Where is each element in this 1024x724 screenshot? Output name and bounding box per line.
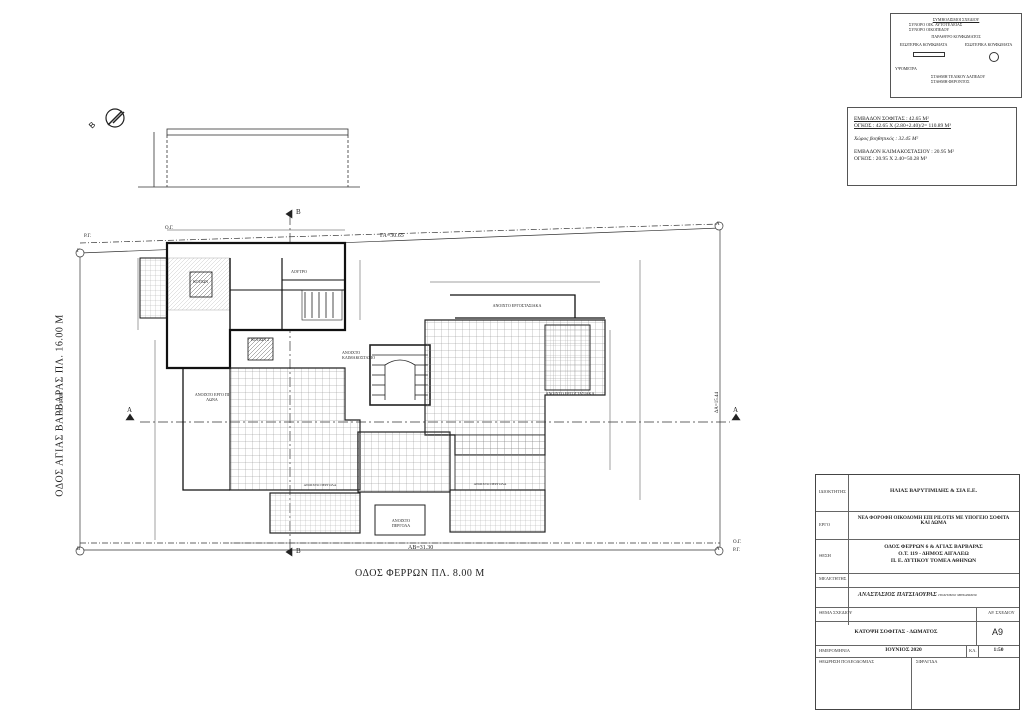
section-mark-b-top: B bbox=[296, 208, 301, 216]
north-arrow-icon bbox=[105, 108, 125, 128]
date-label: ΗΜΕΡΟΜΗΝΙΑ bbox=[819, 648, 851, 653]
legend-item: ΣΥΝΟΡΟ ΟΙΚ. ΑΥΤΟΤΕΛΕΙΑΣ bbox=[909, 22, 963, 27]
grid-label-a-top: Α bbox=[716, 222, 720, 227]
dimension-lines bbox=[137, 229, 641, 544]
legend-item: ΣΤΑΘΜΗ ΦΕΡΟΝΤΟΣ bbox=[931, 79, 970, 84]
section-mark-a-left: A bbox=[127, 406, 133, 414]
dim-bg: ΒΓ=14.36 bbox=[59, 392, 65, 413]
room-label-pergola3: ΑΝΟΙΧΤΟ ΠΕΡΓΟΛΑ bbox=[473, 482, 507, 486]
outer-walls bbox=[182, 294, 605, 491]
section-mark-b-bottom: B bbox=[296, 547, 301, 555]
site-label: ΘΕΣΗ bbox=[819, 553, 831, 558]
legend-item: ΕΣΩΤΕΡΙΚΑ ΚΟΥΦΩΜΑΤΑ bbox=[964, 42, 1013, 47]
legend-item: ΥΨΟΜΕΤΡΑ bbox=[895, 66, 917, 71]
engineer-label: ΜΕΛΕΤΗΤΗΣ bbox=[819, 576, 847, 581]
legend-item: ΣΥΝΟΡΟ ΟΙΚΟΠΕΔΟΥ bbox=[909, 27, 950, 32]
legend-item: ΣΤΑΘΜΗ ΤΕΛΙΚΟΥ ΔΑΠΕΔΟΥ bbox=[931, 74, 986, 79]
stamp-label: ΣΦΡΑΓΙΔΑ bbox=[916, 659, 938, 664]
line-label-og-right: Ο.Γ. bbox=[733, 540, 742, 545]
legend-title: ΣΥΜΒΟΛΙΣΜΟΙ ΣΧΕΔΙΟΥ bbox=[932, 17, 980, 22]
area-line-2: ΟΓΚΟΣ : 42.65 Χ (2.80+2.40)/2= 110.89 Μ³ bbox=[854, 123, 951, 129]
scale-label: ΚΛ. bbox=[969, 648, 977, 653]
street-bottom-label: ΟΔΟΣ ΦΕΡΡΩΝ ΠΛ. 8.00 Μ bbox=[355, 568, 485, 579]
grid-label-g: Γ bbox=[77, 249, 80, 254]
staircase bbox=[301, 289, 431, 406]
engineer-value: ΑΝΑΣΤΑΣΙΟΣ ΠΑΤΣΙΑΟΥΡΑΣ ΠΟΛΙΤΙΚΟΣ ΜΗΧΑΝΙΚ… bbox=[816, 592, 1019, 598]
scale-value: 1:50 bbox=[993, 647, 1004, 653]
drawing-no-label: ΑΡ. ΣΧΕΔΙΟΥ bbox=[988, 610, 1015, 615]
room-label-pergola: ΑΝΟΙΧΤΟ ΠΕΡΓΟΛΑ bbox=[391, 518, 411, 528]
grid-label-b: Β bbox=[77, 547, 81, 552]
room-label-pergola2: ΑΝΟΙΧΤΟ ΠΕΡΓΟΛΑ bbox=[303, 483, 337, 487]
title-block: ΙΔΙΟΚΤΗΤΗΣ ΗΛΙΑΣ ΒΑΡΥΤΙΜΙΔΗΣ & ΣΙΑ Ε.Ε. … bbox=[815, 474, 1020, 710]
site-line-3: Π. Ε. ΔΥΤΙΚΟΥ ΤΟΜΕΑ ΑΘΗΝΩΝ bbox=[890, 558, 977, 564]
dim-ga: ΓΑ=30.65 bbox=[380, 233, 404, 239]
section-marks bbox=[125, 209, 741, 557]
project-label: ΕΡΓΟ bbox=[819, 522, 831, 527]
line-label-og: Ο.Γ. bbox=[165, 226, 174, 231]
engineer-title: ΠΟΛΙΤΙΚΟΣ ΜΗΧΑΝΙΚΟΣ bbox=[938, 593, 978, 597]
area-line-1: ΕΜΒΑΔΟΝ ΣΟΦΙΤΑΣ : 42.65 Μ² bbox=[854, 116, 929, 122]
check-label: ΘΕΩΡΗΣΗ ΠΟΛΕΟΔΟΜΙΑΣ bbox=[819, 659, 874, 664]
engineer-name: ΑΝΑΣΤΑΣΙΟΣ ΠΑΤΣΙΑΟΥΡΑΣ bbox=[857, 592, 937, 598]
room-label-terrace: ΑΝΟΙΧΤΟ ΕΡΓΟΣΤΑΣΙΑΚΑ bbox=[545, 391, 595, 396]
subject-label: ΘΕΜΑ ΣΧΕΔΙΟΥ bbox=[819, 610, 853, 615]
line-label-rg: Ρ.Γ. bbox=[84, 234, 92, 239]
section-mark-a-right: A bbox=[733, 406, 739, 414]
area-line-4: ΕΜΒΑΔΟΝ ΚΛΙΜΑΚΟΣΤΑΣΙΟΥ : 20.95 Μ² bbox=[854, 149, 954, 155]
window-symbol-icon bbox=[913, 52, 945, 57]
site-line-2: Ο.Τ. 119 - ΔΗΜΟΣ ΑΙΓΑΛΕΩ bbox=[898, 551, 969, 557]
subject-value: ΚΑΤΟΨΗ ΣΟΦΙΤΑΣ - ΔΩΜΑΤΟΣ bbox=[854, 629, 938, 635]
room-label-stairs: ΑΝΟΙΧΤΟ ΚΛΙΜΑΚΟΣΤΑΣΙΟ bbox=[342, 350, 375, 360]
date-value: ΙΟΥΝΙΟΣ 2020 bbox=[885, 647, 922, 653]
area-line-5: ΟΓΚΟΣ : 20.95 Χ 2.40=50.28 Μ³ bbox=[854, 156, 927, 162]
north-label: B bbox=[87, 120, 97, 130]
room-label-roof2: ΑΝΟΙΧΤΟ ΕΡΓΟΣΤΑΣΙΑΚΑ bbox=[492, 303, 542, 308]
house-walls bbox=[139, 241, 347, 370]
room-label-bedroom2: ΚΟΙΤΩΝ 2 bbox=[251, 337, 270, 342]
project-value: ΝΕΑ ΦΟΡΟΦΗ ΟΙΚΟΔΟΜΗ ΕΠΙ PILOTIS ΜΕ ΥΠΟΓΕ… bbox=[857, 516, 1010, 526]
area-line-3: Χώρος βοηθητικός : 32.45 Μ² bbox=[854, 136, 919, 142]
areas-box: ΕΜΒΑΔΟΝ ΣΟΦΙΤΑΣ : 42.65 Μ² ΟΓΚΟΣ : 42.65… bbox=[847, 107, 1017, 186]
legend-item: ΠΑΡΑΘΥΡΟ ΚΟΥΦΩΜΑΤΟΣ bbox=[931, 34, 981, 39]
room-label-bath: ΛΟΥΤΡΟ bbox=[291, 269, 307, 274]
dim-da: ΔΑ=15.44 bbox=[714, 392, 720, 413]
owner-value: ΗΛΙΑΣ ΒΑΡΥΤΙΜΙΔΗΣ & ΣΙΑ Ε.Ε. bbox=[890, 488, 977, 494]
dim-ab: ΑΒ=31.30 bbox=[408, 545, 434, 551]
grid-label-a-bottom: Α bbox=[716, 547, 720, 552]
room-label-bedroom1: ΚΟΙΤΩΝ bbox=[193, 279, 209, 284]
room-label-roof1: ΑΝΟΙΧΤΟ ΕΡΓΟ ΠΙ ΛΩΝΑ bbox=[194, 392, 230, 402]
line-label-rg-right: Ρ.Γ. bbox=[733, 548, 741, 553]
owner-label: ΙΔΙΟΚΤΗΤΗΣ bbox=[819, 489, 846, 494]
legend-item: ΕΞΩΤΕΡΙΚΑ ΚΟΥΦΩΜΑΤΑ bbox=[899, 42, 948, 47]
top-elevation bbox=[138, 128, 360, 188]
door-symbol-icon bbox=[989, 52, 999, 62]
drawing-no-value: Α9 bbox=[991, 627, 1003, 637]
legend-box: ΣΥΜΒΟΛΙΣΜΟΙ ΣΧΕΔΙΟΥ ΣΥΝΟΡΟ ΟΙΚ. ΑΥΤΟΤΕΛΕ… bbox=[890, 13, 1022, 98]
roof-terraces bbox=[229, 319, 606, 536]
site-line-1: ΟΔΟΣ ΦΕΡΡΩΝ 6 & ΑΓΙΑΣ ΒΑΡΒΑΡΑΣ bbox=[884, 544, 983, 550]
grid-markers bbox=[75, 221, 724, 556]
